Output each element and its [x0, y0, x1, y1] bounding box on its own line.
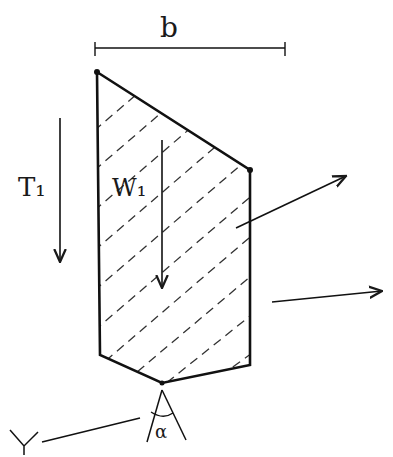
plate-outline: [97, 72, 250, 383]
weight-arrow: [161, 140, 163, 288]
dimension-line: [95, 47, 285, 49]
force-label: T₁: [18, 174, 46, 200]
leader-line: [42, 418, 140, 442]
pointer-arrow: [272, 291, 382, 302]
angle-label: α: [155, 423, 167, 441]
hatching: [60, 40, 270, 420]
angle-arc: [151, 412, 173, 416]
dimension-label: b: [160, 14, 178, 42]
weight-label: W₁: [112, 176, 146, 200]
pointer-arrow: [236, 176, 346, 228]
force-arrow: [59, 118, 61, 262]
leader-mark: [10, 430, 38, 455]
